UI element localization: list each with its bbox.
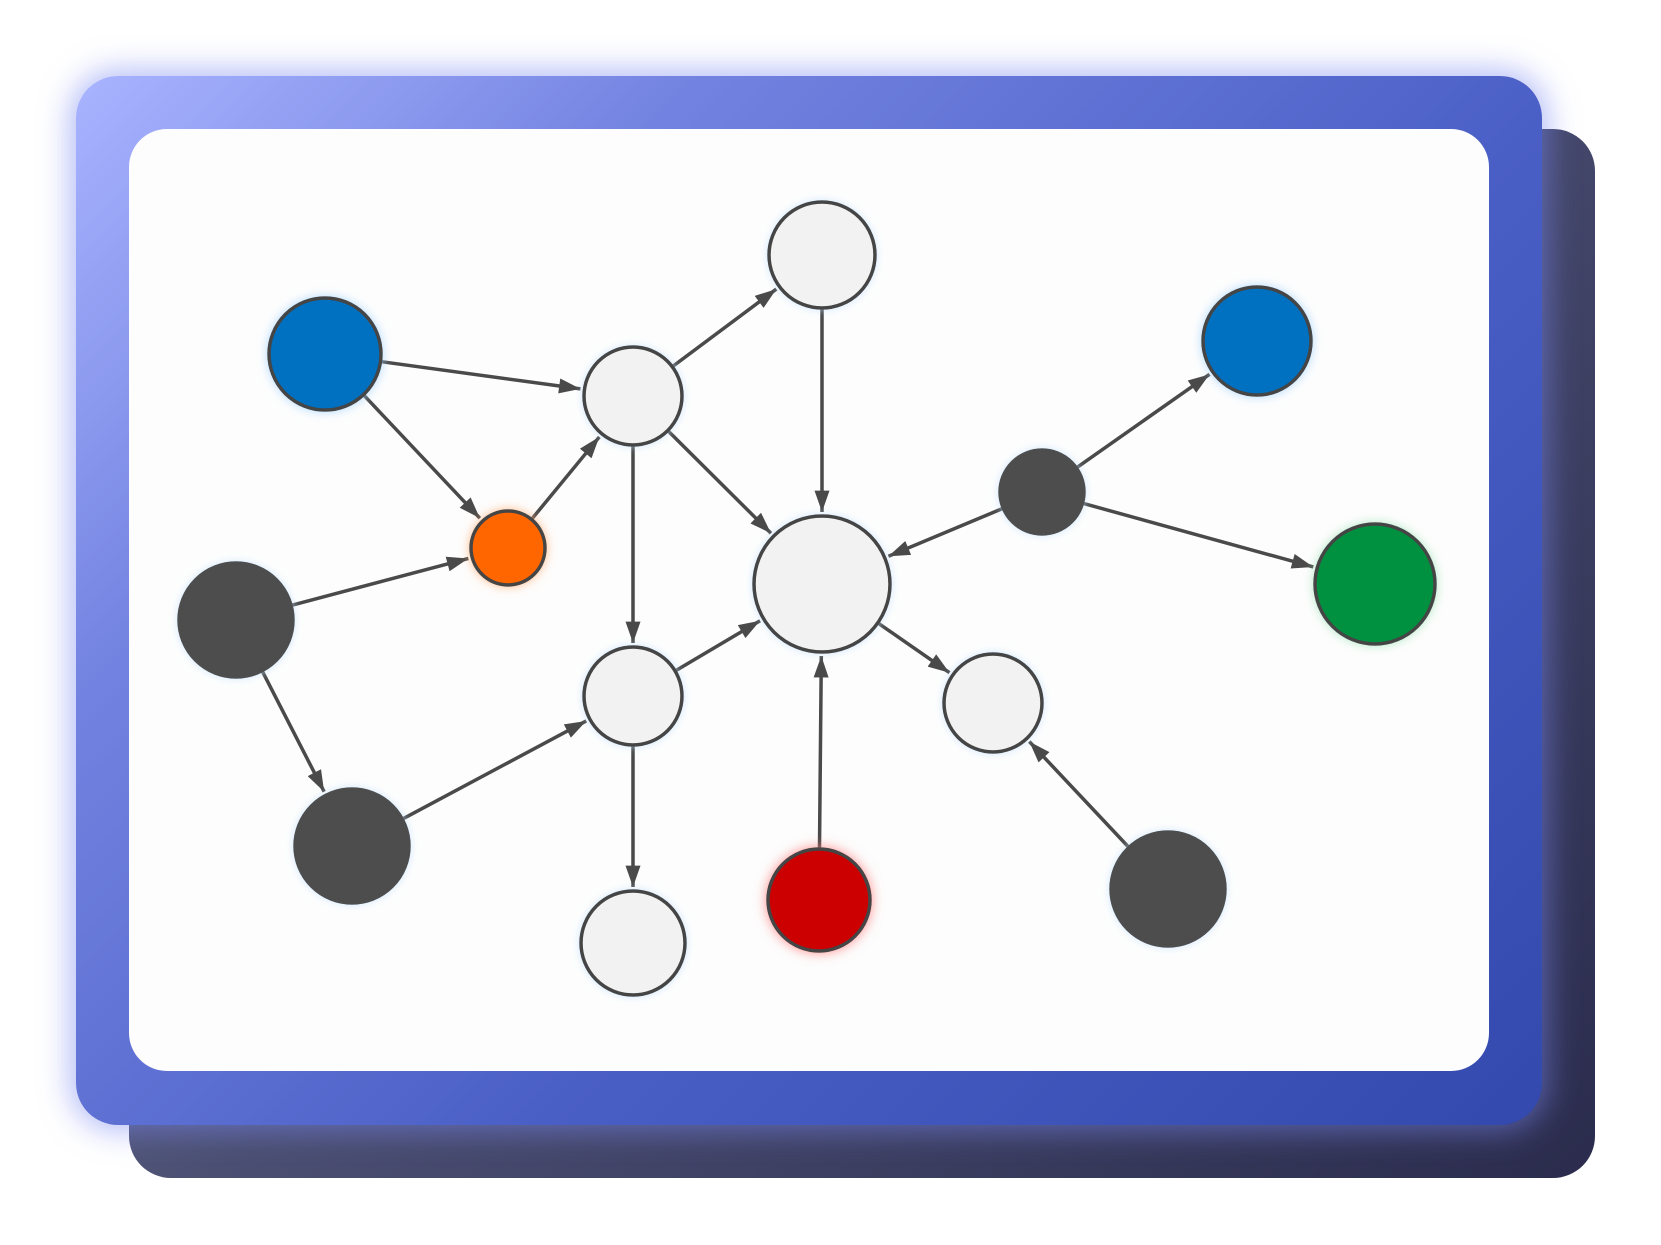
- edge-dark_right-to-green: [1082, 501, 1314, 569]
- edge-blue_left-to-hub_left: [381, 359, 581, 394]
- edge-hub_left-to-center: [667, 430, 773, 535]
- edge-hub_left-to-top: [672, 287, 778, 368]
- edge-dark_left-to-dark_low: [260, 670, 326, 793]
- node-blue-left: [267, 296, 383, 412]
- node-dark-left: [177, 561, 295, 679]
- edge-dark_right-to-center: [887, 506, 1004, 558]
- node-blue-right: [1201, 285, 1313, 397]
- edge-dark_low-to-mid_low: [402, 719, 588, 821]
- node-dark-low: [293, 787, 411, 905]
- node-dark-br: [1109, 830, 1227, 948]
- edge-dark_right-to-blue_right: [1076, 372, 1211, 469]
- node-top: [767, 200, 877, 310]
- edge-center-to-right_low: [877, 621, 951, 675]
- node-right-low: [942, 652, 1044, 754]
- edge-orange-to-hub_left: [530, 435, 601, 520]
- nodes-layer: [177, 200, 1437, 997]
- edge-red-to-center: [813, 655, 829, 849]
- node-dark-right: [998, 448, 1086, 536]
- node-hub-left: [582, 345, 684, 447]
- edges-layer: [260, 287, 1314, 888]
- node-red: [766, 847, 872, 953]
- node-mid-low: [582, 645, 684, 747]
- edge-dark_left-to-orange: [291, 556, 469, 607]
- edge-mid_low-to-center: [675, 619, 761, 673]
- edge-blue_left-to-orange: [362, 394, 482, 520]
- edge-dark_br-to-right_low: [1028, 740, 1130, 848]
- node-orange: [469, 509, 547, 587]
- node-center: [752, 514, 892, 654]
- node-green: [1313, 522, 1437, 646]
- node-bottom: [579, 889, 687, 997]
